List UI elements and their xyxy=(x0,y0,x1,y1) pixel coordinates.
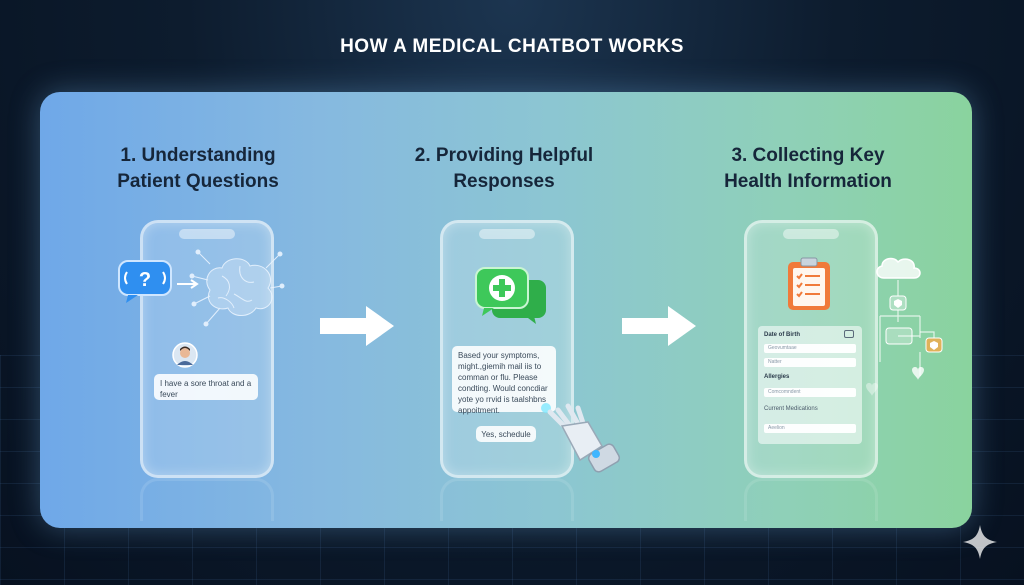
medications-field[interactable]: Aeelion xyxy=(764,424,856,433)
date-of-birth-label: Date of Birth xyxy=(764,332,800,338)
right-arrow-icon xyxy=(320,306,394,346)
phone-notch xyxy=(783,229,839,239)
patient-avatar-icon xyxy=(172,342,198,368)
page-title: HOW A MEDICAL CHATBOT WORKS xyxy=(340,36,684,57)
calendar-icon[interactable] xyxy=(844,330,854,338)
step-3-title: 3. Collecting Key Health Information xyxy=(678,143,938,195)
step-1-title-line1: 1. Understanding xyxy=(120,145,276,166)
phone-reflection xyxy=(140,478,274,521)
phone-notch xyxy=(479,229,535,239)
brain-network-icon xyxy=(189,249,285,327)
sparkle-icon xyxy=(963,525,997,559)
question-speech-bubble-icon: ? xyxy=(118,260,172,303)
clipboard-checklist-icon xyxy=(788,257,830,310)
step-3-title-line1: 3. Collecting Key xyxy=(731,145,885,166)
cloud-network-icon xyxy=(866,257,943,396)
right-arrow-icon xyxy=(622,306,696,346)
allergies-field[interactable]: Comcomndent xyxy=(764,388,856,397)
yes-schedule-button[interactable]: Yes, schedule xyxy=(476,426,536,442)
step-2-title-line1: 2. Providing Helpful xyxy=(414,145,594,166)
medical-cross-chat-icon xyxy=(475,267,546,324)
robot-hand-icon xyxy=(541,403,621,473)
patient-message-bubble: I have a sore throat and a fever xyxy=(154,374,258,400)
step-2-title-line2: Responses xyxy=(453,171,555,192)
bot-message-bubble: Based your symptoms, might.,giemih mail … xyxy=(452,346,556,415)
step-1-title: 1. Understanding Patient Questions xyxy=(68,143,328,195)
step-2-title: 2. Providing Helpful Responses xyxy=(374,143,634,195)
phone-reflection xyxy=(744,478,878,521)
phone-reflection xyxy=(440,478,574,521)
allergies-label: Allergies xyxy=(764,374,790,380)
step-1-title-line2: Patient Questions xyxy=(117,171,279,192)
phone-notch xyxy=(179,229,235,239)
arrow-to-brain-icon xyxy=(177,279,199,289)
dob-field-2[interactable]: Natter xyxy=(764,358,856,367)
current-medications-label: Current Medications xyxy=(764,406,818,412)
step-3-title-line2: Health Information xyxy=(724,171,892,192)
health-info-form: Date of Birth Geovumtaae Natter Allergie… xyxy=(758,326,862,444)
svg-text:?: ? xyxy=(139,269,151,291)
dob-field-1[interactable]: Geovumtaae xyxy=(764,344,856,353)
